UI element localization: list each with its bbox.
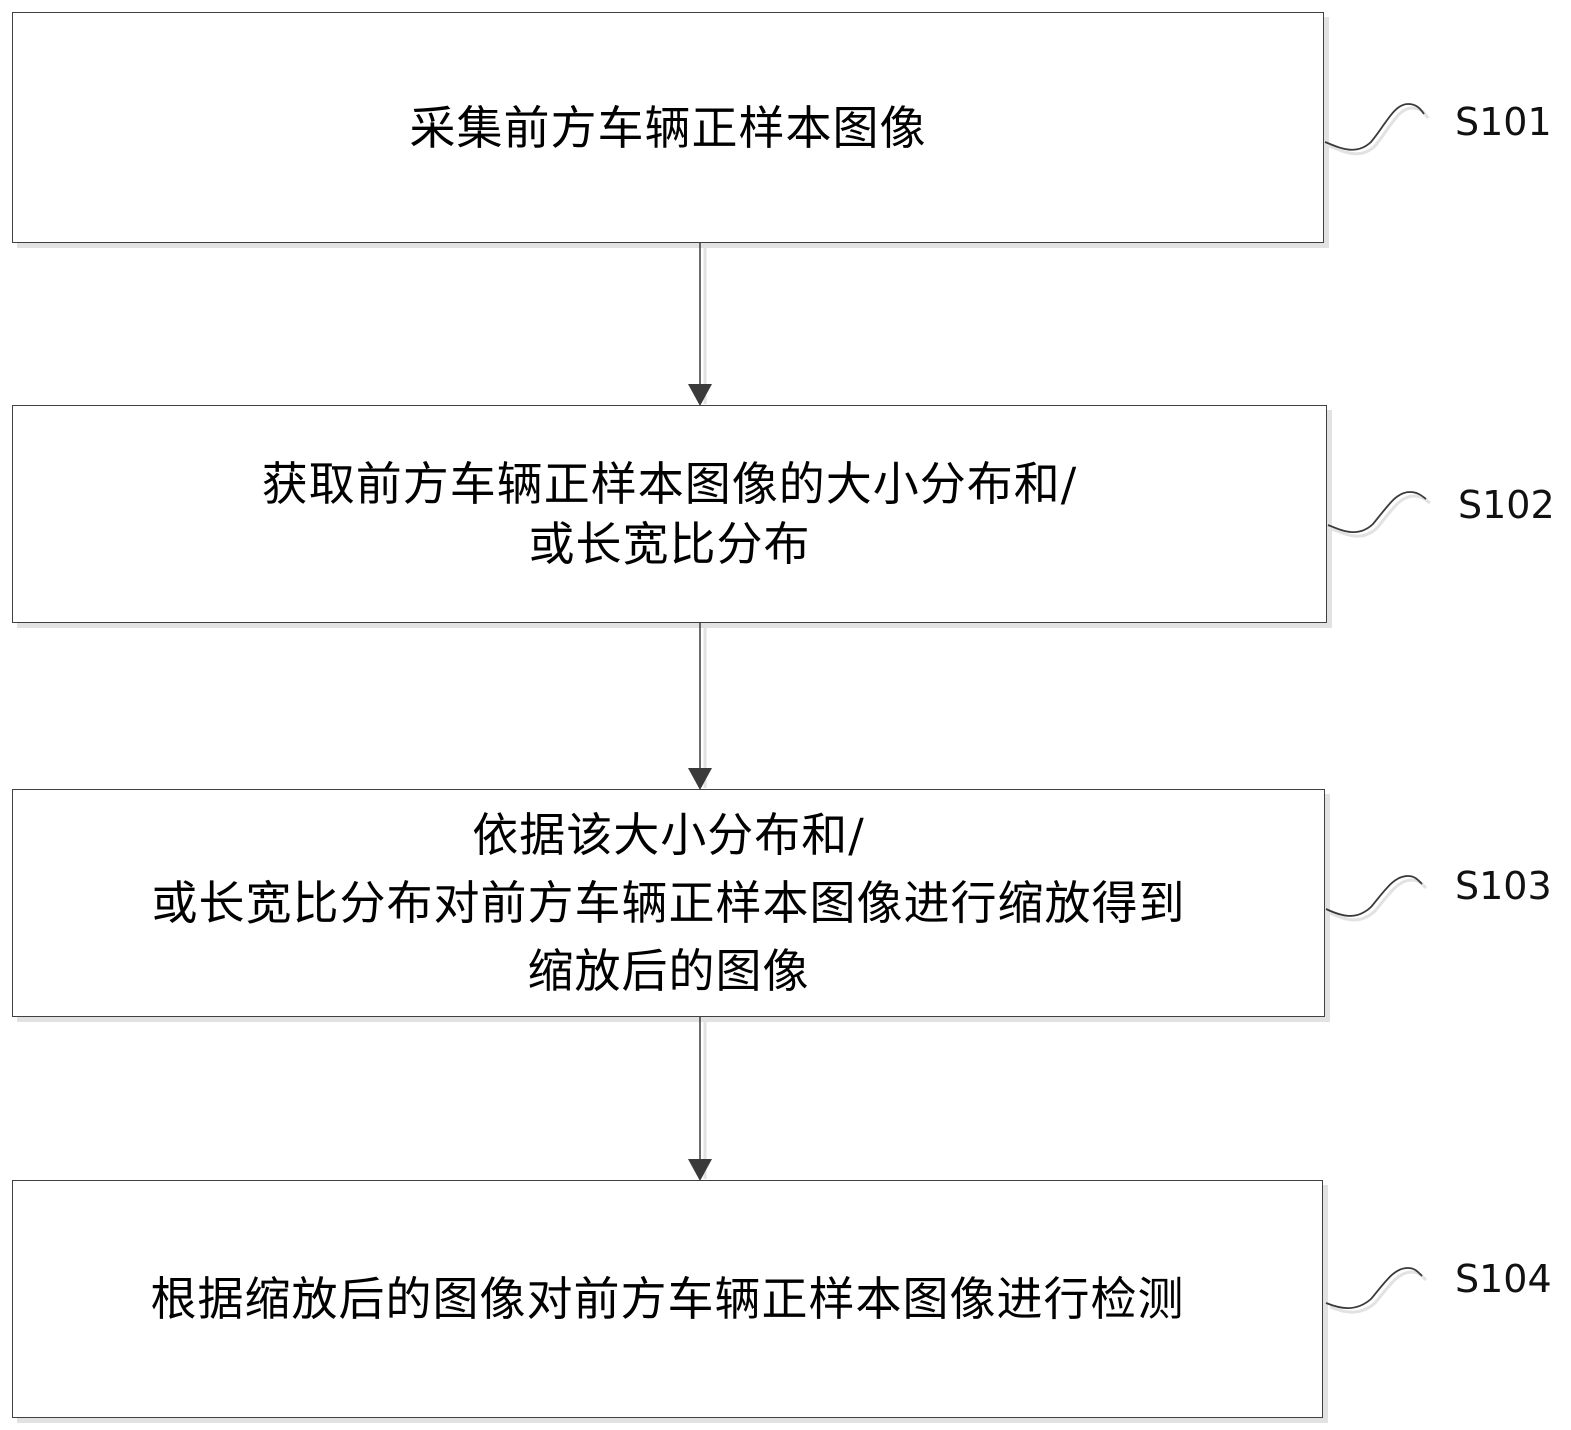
- step-box-s103: 依据该大小分布和/ 或长宽比分布对前方车辆正样本图像进行缩放得到 缩放后的图像: [12, 789, 1325, 1017]
- arrowhead-icon: [688, 384, 712, 406]
- arrowhead-icon: [688, 1159, 712, 1181]
- step-label-s102: S102: [1458, 483, 1555, 527]
- arrow-s101-s102: [688, 243, 712, 406]
- leader-s101: [1324, 103, 1430, 156]
- step-box-s102: 获取前方车辆正样本图像的大小分布和/ 或长宽比分布: [12, 405, 1327, 623]
- step-text-s103: 依据该大小分布和/ 或长宽比分布对前方车辆正样本图像进行缩放得到 缩放后的图像: [151, 808, 1186, 998]
- step-box-s101: 采集前方车辆正样本图像: [12, 12, 1324, 243]
- arrow-s102-s103: [688, 623, 712, 790]
- leader-s103: [1325, 875, 1428, 922]
- step-label-s101: S101: [1455, 100, 1552, 144]
- step-box-s104: 根据缩放后的图像对前方车辆正样本图像进行检测: [12, 1180, 1323, 1418]
- step-text-s104: 根据缩放后的图像对前方车辆正样本图像进行检测: [150, 1272, 1185, 1326]
- step-label-s103: S103: [1455, 864, 1552, 908]
- leader-s102: [1327, 491, 1431, 538]
- step-text-s102: 获取前方车辆正样本图像的大小分布和/ 或长宽比分布: [261, 457, 1078, 571]
- step-text-s101: 采集前方车辆正样本图像: [409, 100, 927, 155]
- arrow-s103-s104: [688, 1017, 712, 1181]
- leader-s104: [1325, 1267, 1428, 1314]
- step-label-s104: S104: [1455, 1257, 1552, 1301]
- arrowhead-icon: [688, 768, 712, 790]
